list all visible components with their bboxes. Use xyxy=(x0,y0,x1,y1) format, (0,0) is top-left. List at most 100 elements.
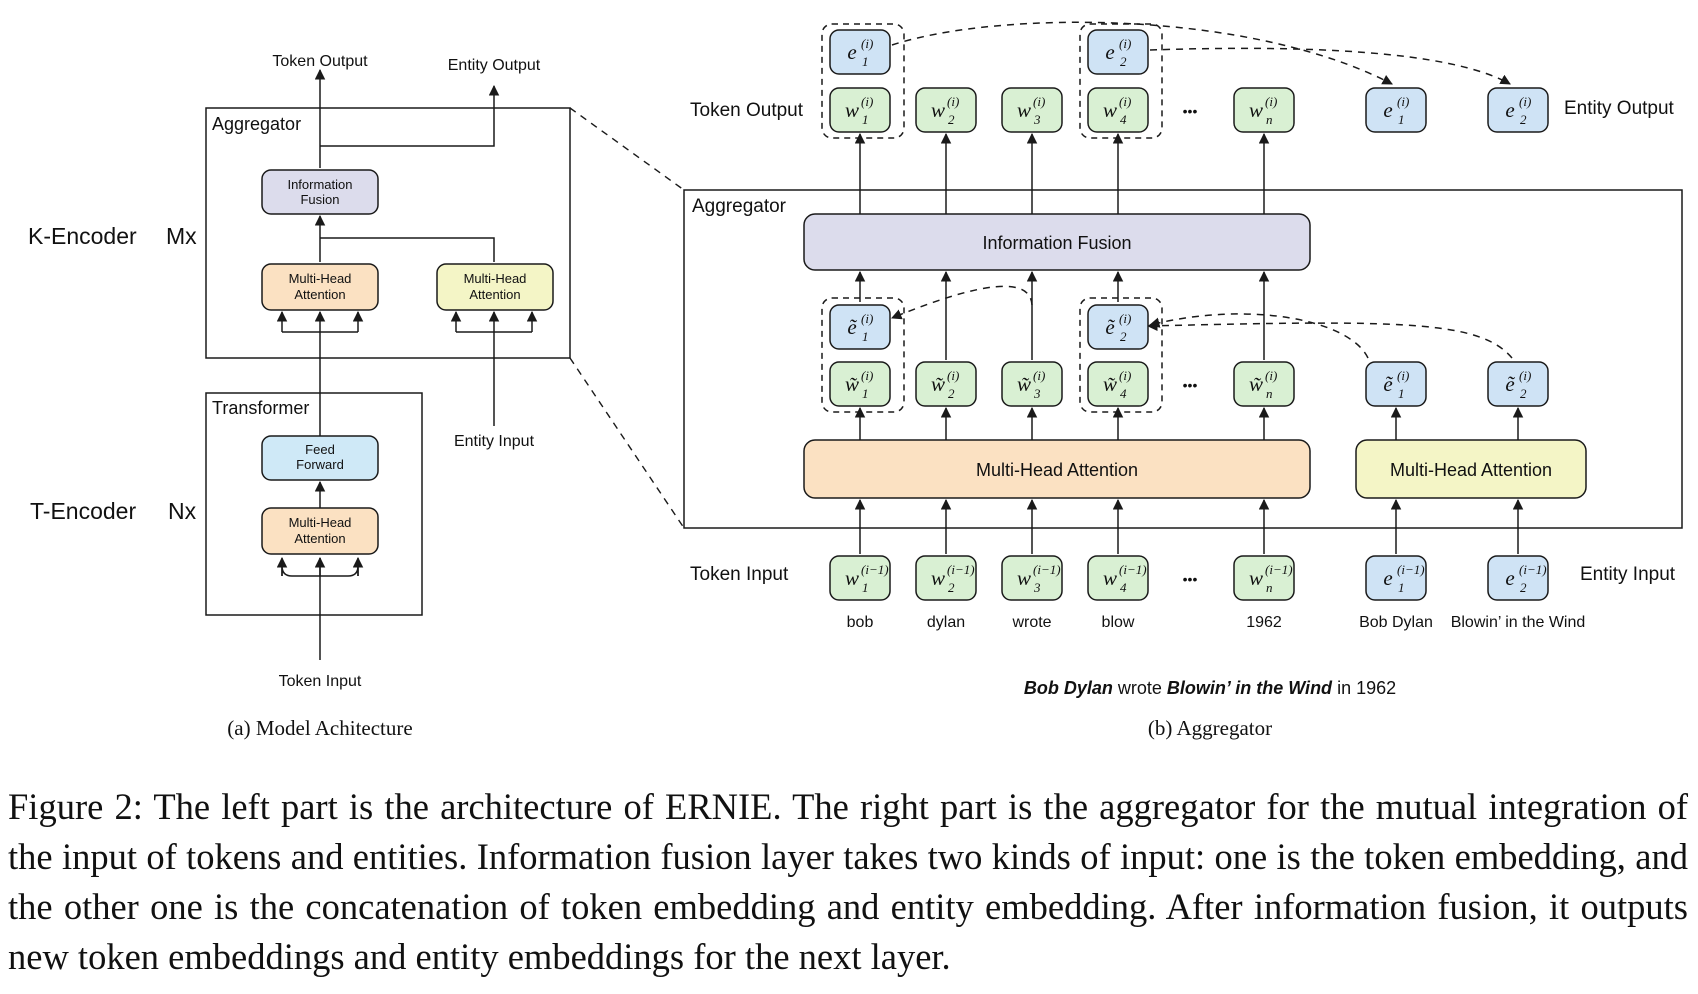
out-entity-2-superscript: (i) xyxy=(1519,94,1531,109)
out-entity-1-symbol: e xyxy=(1383,98,1392,122)
left-token-output-label: Token Output xyxy=(272,53,368,70)
mid-token-4-superscript: (i) xyxy=(1119,368,1131,383)
mid-e1-dash xyxy=(891,285,1033,320)
out-token-5-symbol: w xyxy=(1249,98,1263,122)
left-t-mha-line1: Multi-Head xyxy=(289,515,352,530)
in-token-1-box xyxy=(829,555,891,601)
mid-entity-2-box xyxy=(1487,361,1549,407)
left-transformer-frame xyxy=(205,392,423,616)
mid-group-2-frame xyxy=(1079,297,1163,413)
left-k-mha-entity-line1: Multi-Head xyxy=(464,271,527,286)
right-token-output-label: Token Output xyxy=(690,100,804,121)
word-5: 1962 xyxy=(1246,614,1282,631)
entity-name-1: Bob Dylan xyxy=(1359,614,1433,631)
word-4: blow xyxy=(1102,614,1135,631)
mid-entity-1-box xyxy=(1365,361,1427,407)
left-info-fusion-line1: Information xyxy=(287,177,352,192)
left-info-fusion-box xyxy=(261,169,379,215)
mid-entity-top-2-superscript: (i) xyxy=(1119,311,1131,326)
out-token-5-subscript: n xyxy=(1266,112,1273,127)
left-k-mha-entity-line2: Attention xyxy=(469,287,520,302)
word-2: dylan xyxy=(927,614,965,631)
left-aggregator-label: Aggregator xyxy=(212,114,301,134)
t-encoder-rep: Nx xyxy=(168,498,197,524)
out-token-4-box xyxy=(1087,87,1149,133)
in-entity-2-symbol: e xyxy=(1505,566,1514,590)
out-entity-top-1-symbol: e xyxy=(847,40,856,64)
mid-token-1-symbol: w̃ xyxy=(845,372,859,396)
in-token-3-subscript: 3 xyxy=(1033,580,1041,595)
out-token-4-symbol: w xyxy=(1103,98,1117,122)
left-ff-line1: Feed xyxy=(305,442,335,457)
right-aggregator-frame xyxy=(683,189,1683,529)
mid-entity-top-1-superscript: (i) xyxy=(861,311,873,326)
left-transformer-label: Transformer xyxy=(212,398,309,418)
in-token-2-subscript: 2 xyxy=(948,580,955,595)
out-token-5-box xyxy=(1233,87,1295,133)
in-token-3-symbol: w xyxy=(1017,566,1031,590)
out-token-3-superscript: (i) xyxy=(1033,94,1045,109)
mid-token-3-subscript: 3 xyxy=(1033,386,1041,401)
out-token-3-box xyxy=(1001,87,1063,133)
right-mha-token-label: Multi-Head Attention xyxy=(976,460,1138,480)
in-token-4-superscript: (i−1) xyxy=(1119,562,1147,577)
left-k-mha-token-line1: Multi-Head xyxy=(289,271,352,286)
right-entity-output-label: Entity Output xyxy=(1564,98,1675,119)
right-mha-entity-box xyxy=(1355,439,1587,499)
mid-entity-1-superscript: (i) xyxy=(1397,368,1409,383)
out-entity-2-subscript: 2 xyxy=(1520,112,1527,127)
mid-token-3-superscript: (i) xyxy=(1033,368,1045,383)
out-token-1-subscript: 1 xyxy=(862,112,869,127)
entity-name-2: Blowin’ in the Wind xyxy=(1451,614,1586,631)
in-token-2-superscript: (i−1) xyxy=(947,562,975,577)
mid-token-3-box xyxy=(1001,361,1063,407)
left-ff-line2: Forward xyxy=(296,457,344,472)
out-entity-top-2-box xyxy=(1087,29,1149,75)
in-token-1-subscript: 1 xyxy=(862,580,869,595)
mid-token-5-box xyxy=(1233,361,1295,407)
right-entity-input-label: Entity Input xyxy=(1580,564,1676,585)
mid-entity-top-2-box xyxy=(1087,304,1149,350)
left-token-input-label: Token Input xyxy=(279,673,362,690)
sentence: Bob Dylan wrote Blowin’ in the Wind in 1… xyxy=(1024,678,1396,698)
out-entity-top-1-subscript: 1 xyxy=(862,54,869,69)
left-k-mha-token-box xyxy=(261,263,379,311)
mid-token-1-superscript: (i) xyxy=(861,368,873,383)
in-token-1-superscript: (i−1) xyxy=(861,562,889,577)
mid-entity-1-subscript: 1 xyxy=(1398,386,1405,401)
mid-token-2-superscript: (i) xyxy=(947,368,959,383)
mid-token-5-subscript: n xyxy=(1266,386,1273,401)
out-group-1-frame xyxy=(821,23,905,139)
in-token-1-symbol: w xyxy=(845,566,859,590)
out-entity-1-subscript: 1 xyxy=(1398,112,1405,127)
in-token-3-superscript: (i−1) xyxy=(1033,562,1061,577)
mid-token-5-superscript: (i) xyxy=(1265,368,1277,383)
out-token-2-superscript: (i) xyxy=(947,94,959,109)
in-entity-2-subscript: 2 xyxy=(1520,580,1527,595)
mid-entity-top-2-subscript: 2 xyxy=(1120,329,1127,344)
out-token-4-subscript: 4 xyxy=(1120,112,1127,127)
out-entity-2-symbol: e xyxy=(1505,98,1514,122)
mid-entity-link xyxy=(1146,320,1513,359)
left-entity-input-label: Entity Input xyxy=(454,433,535,450)
left-feed-forward-box xyxy=(261,435,379,481)
left-k-mha-token-line2: Attention xyxy=(294,287,345,302)
in-entity-1-symbol: e xyxy=(1383,566,1392,590)
mid-token-3-symbol: w̃ xyxy=(1017,372,1031,396)
in-token-2-symbol: w xyxy=(931,566,945,590)
right-labels: Aggregator Token Output Entity Output To… xyxy=(690,98,1676,740)
right-info-fusion-label: Information Fusion xyxy=(982,233,1131,253)
mid-token-1-box xyxy=(829,361,891,407)
mid-entity-top-1-symbol: ẽ xyxy=(847,315,857,339)
right-aggregator-label: Aggregator xyxy=(692,196,787,217)
t-encoder-label: T-Encoder xyxy=(30,498,136,524)
in-entity-1-subscript: 1 xyxy=(1398,580,1405,595)
top-e2-dash xyxy=(1149,47,1511,85)
mid-token-5-symbol: w̃ xyxy=(1249,372,1263,396)
top-e1-dash xyxy=(891,21,1393,85)
zoom-lines xyxy=(569,107,685,529)
in-entity-1-box xyxy=(1365,555,1427,601)
right-caption: (b) Aggregator xyxy=(1148,716,1272,740)
out-entity-top-2-subscript: 2 xyxy=(1120,54,1127,69)
